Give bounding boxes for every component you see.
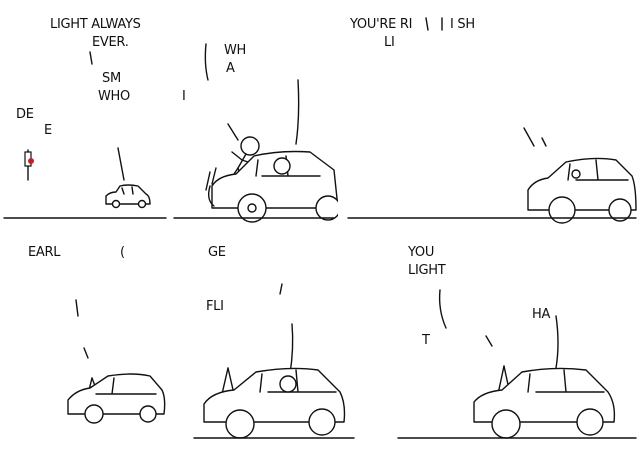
- panel-6-speech-line-4: T: [422, 333, 430, 348]
- panel-2-speech-line-1: WH: [224, 43, 247, 58]
- panel-1-speech-line-4: E: [44, 123, 52, 138]
- panel-6-speech-line-1: YOU: [408, 245, 435, 260]
- panel-1-art: [3, 51, 167, 219]
- panel-3: YOU'RE RI I SH LI: [344, 0, 640, 226]
- panel-5-art: [193, 283, 355, 439]
- panel-2-speech-line-3: I: [182, 89, 186, 104]
- car-icon: [527, 157, 637, 224]
- panel-2-art: [173, 43, 338, 223]
- panel-1-caption-line-1: LIGHT ALWAYS: [50, 17, 141, 32]
- panel-4-caption-line-2: (: [120, 245, 125, 260]
- panel-2-speech-line-2: A: [226, 61, 235, 76]
- panel-6-speech-line-3: HA: [532, 307, 551, 322]
- panel-3-speech-line-3: LI: [384, 35, 395, 50]
- panel-5: GE FLI: [190, 228, 358, 454]
- car-icon: [203, 367, 346, 439]
- panel-4-art: [67, 299, 166, 424]
- panel-5-speech-line-1: GE: [208, 245, 226, 260]
- car-icon: [67, 373, 166, 424]
- panel-1-speech-line-1: SM: [102, 71, 121, 86]
- panel-1: LIGHT ALWAYS EVER. SM WHO DE E: [0, 0, 170, 226]
- panel-3-speech-line-1: YOU'RE RI: [350, 17, 413, 32]
- panel-1-caption-line-2: EVER.: [92, 35, 129, 50]
- car-icon: [105, 184, 151, 209]
- traffic-light-icon: [24, 149, 34, 181]
- panel-1-speech-line-2: WHO: [98, 89, 130, 104]
- panel-4-caption-line-1: EARL: [28, 245, 61, 260]
- panel-6-art: [397, 289, 637, 439]
- panel-1-speech-line-3: DE: [16, 107, 34, 122]
- panel-2: WH A I: [170, 0, 338, 226]
- panel-3-speech-line-2: I SH: [450, 17, 475, 32]
- panel-6-speech-line-2: LIGHT: [408, 263, 446, 278]
- panel-5-speech-line-2: FLI: [206, 299, 224, 314]
- car-icon: [207, 150, 338, 223]
- car-icon: [473, 367, 616, 439]
- panel-6: YOU LIGHT HA T: [394, 228, 640, 454]
- panel-4: EARL (: [0, 228, 174, 454]
- panel-3-art: [347, 17, 637, 224]
